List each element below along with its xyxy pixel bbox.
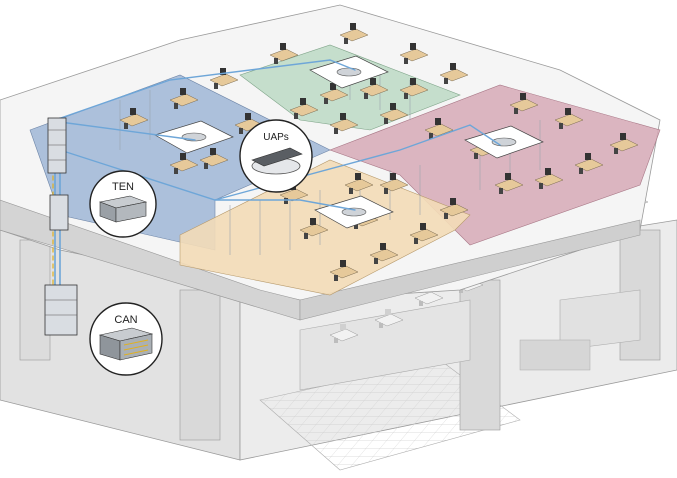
- can-callout-label: CAN: [114, 314, 137, 326]
- access-point-icon: [251, 147, 303, 175]
- ten-callout: TEN: [89, 170, 157, 238]
- ten-callout-label: TEN: [112, 181, 134, 193]
- zone-pink: [329, 84, 661, 246]
- core-switch-icon: [98, 327, 154, 361]
- middle-rack: [49, 194, 69, 231]
- lower-rack: [44, 284, 78, 336]
- lower-structure: [0, 219, 677, 471]
- network-racks: [44, 117, 78, 336]
- zone-tan: [179, 159, 471, 296]
- network-switch-icon: [98, 195, 148, 223]
- uaps-callout: UAPs: [239, 119, 313, 193]
- can-callout: CAN: [89, 302, 163, 376]
- uaps-callout-label: UAPs: [263, 132, 289, 143]
- upper-rack: [47, 117, 67, 174]
